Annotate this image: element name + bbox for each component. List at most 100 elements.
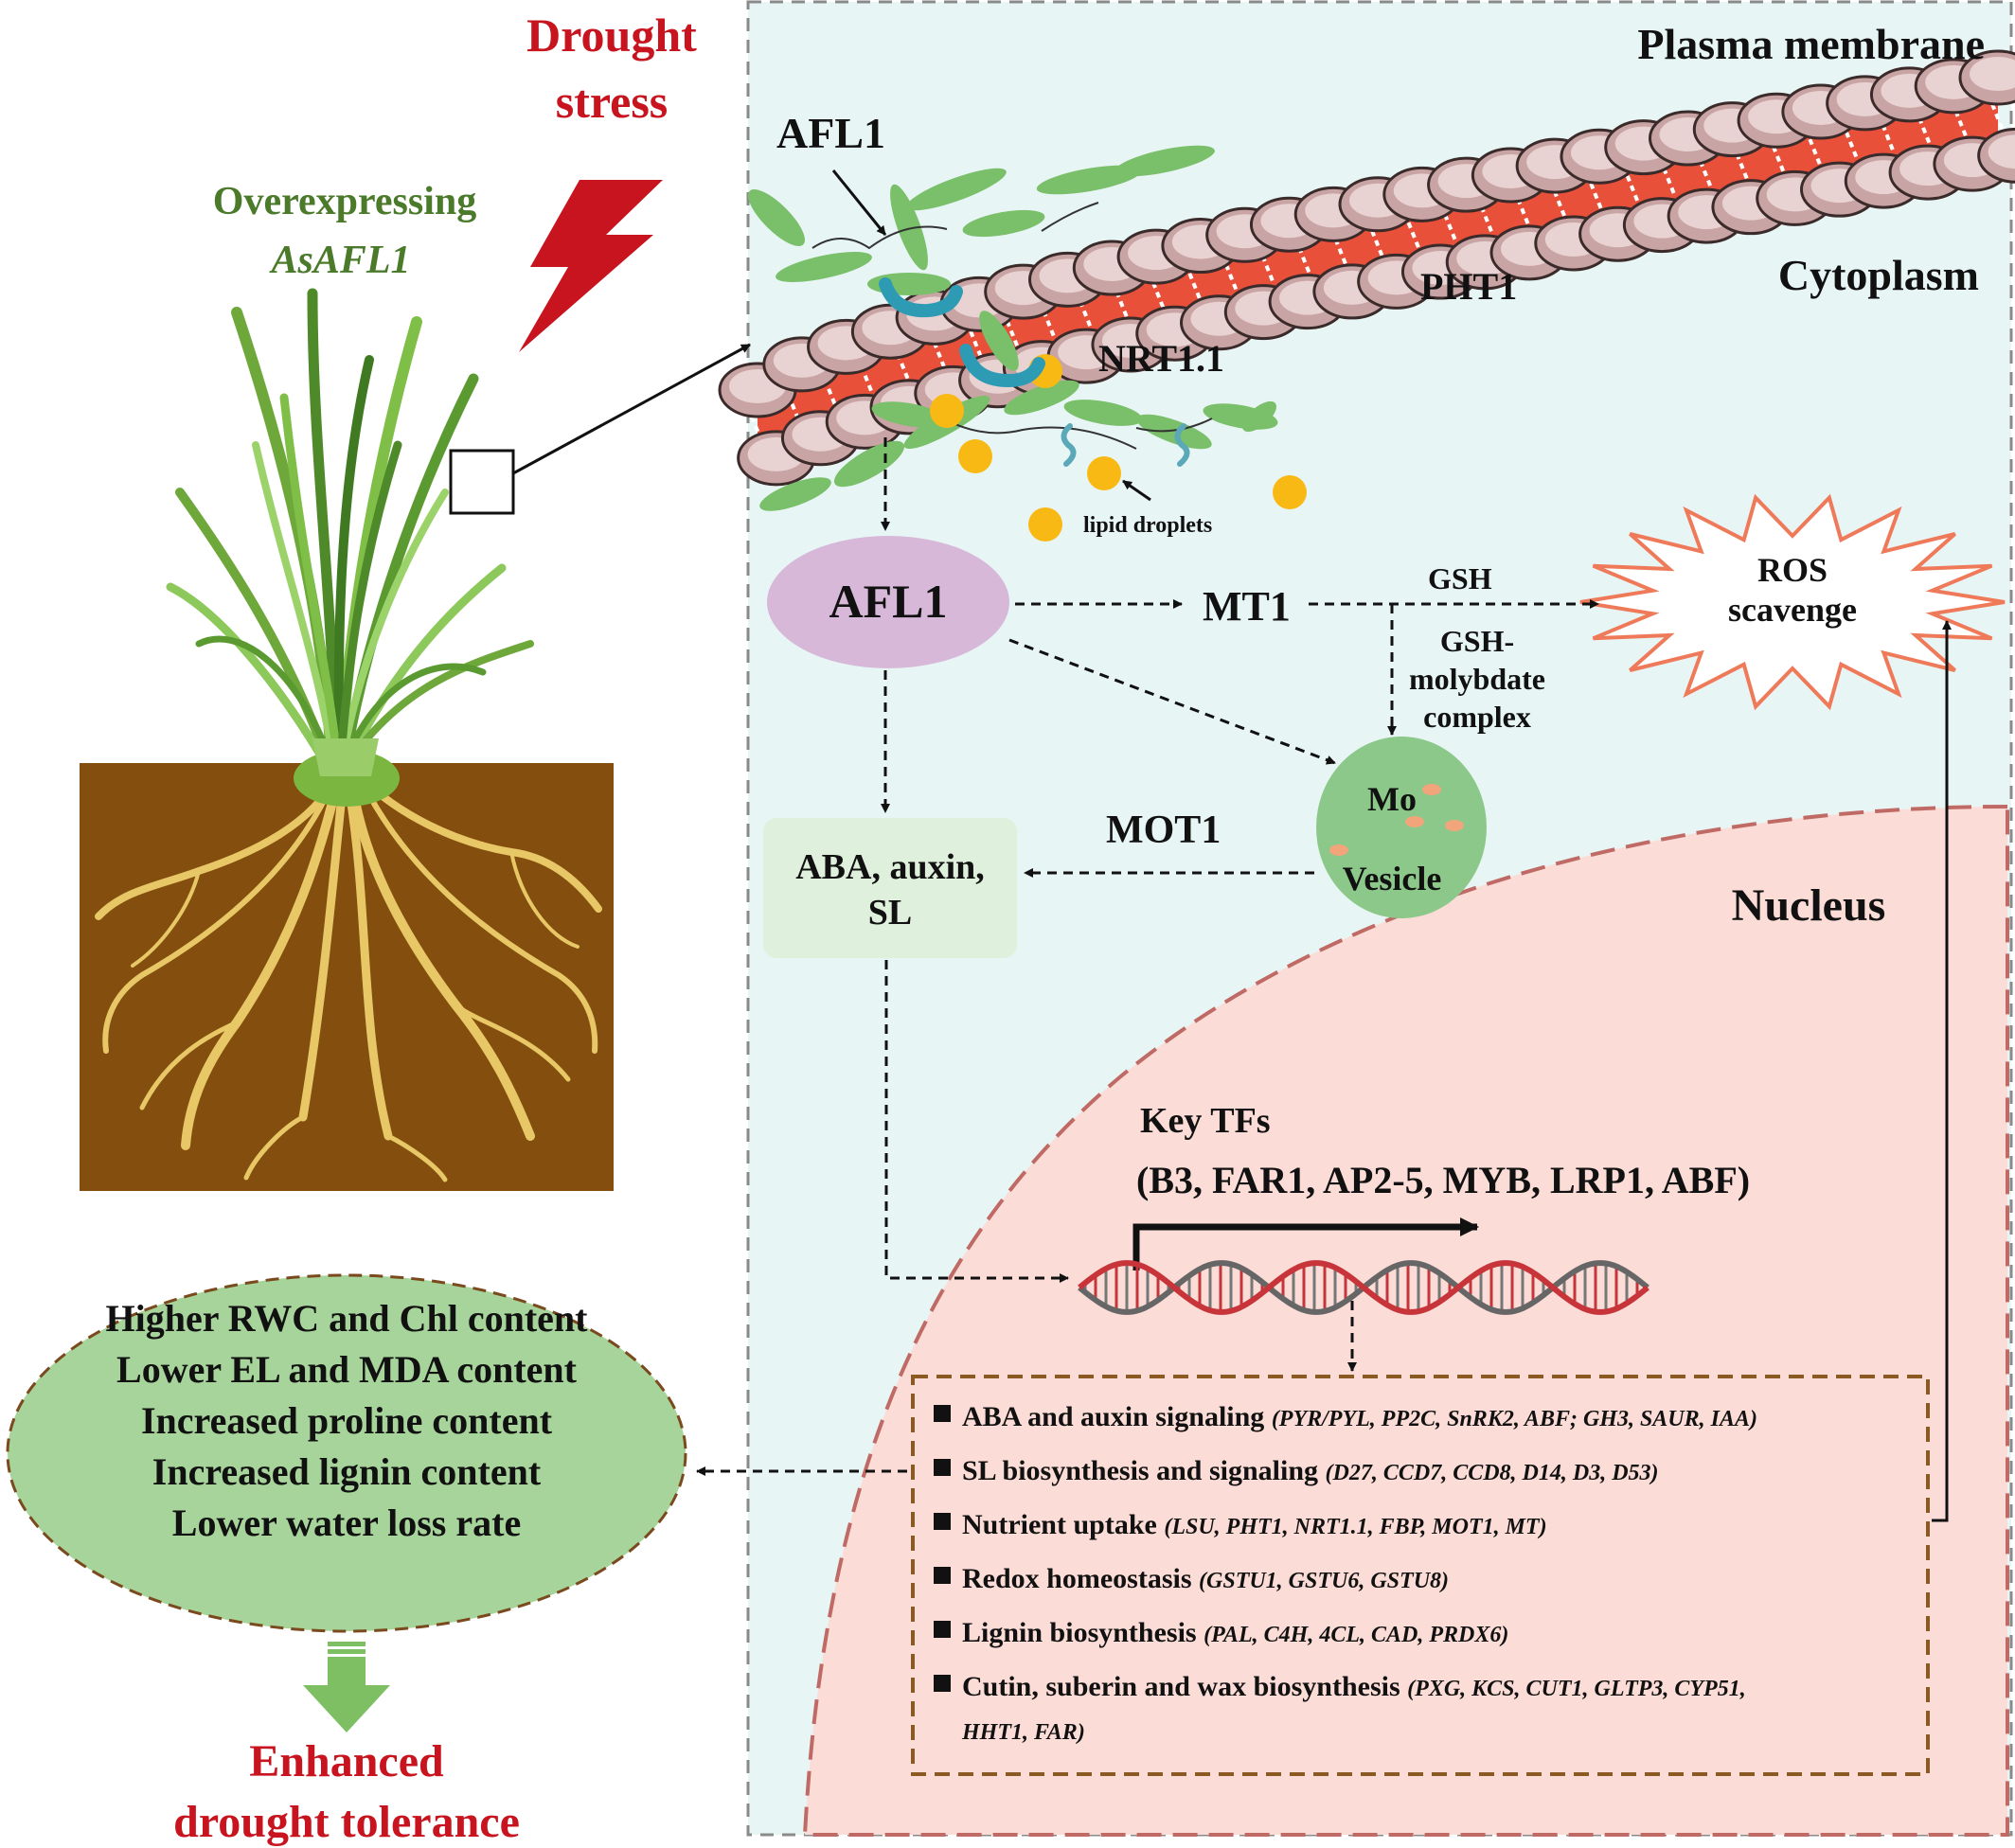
lipid-tail: [1625, 175, 1641, 205]
lipid-tail: [1406, 222, 1422, 252]
bullet-icon: [934, 1567, 951, 1584]
phenotype-item: Higher RWC and Chl content: [105, 1297, 588, 1340]
phenotype-item: Increased lignin content: [152, 1450, 542, 1493]
afl1-protein-icon: [1114, 145, 1215, 177]
afl1-protein-icon: [962, 209, 1045, 238]
transporter-proteins: [879, 277, 1190, 467]
mo-vesicle: [1316, 737, 1487, 918]
shoot-base: [312, 738, 379, 776]
gene-category-label: Nutrient uptake: [962, 1509, 1164, 1540]
gene-category-label: ABA and auxin signaling: [962, 1401, 1272, 1432]
hormone-to-dna-arrow: [884, 960, 1069, 1283]
grass-blade: [333, 355, 374, 762]
lipid-tail: [1990, 103, 2006, 133]
afl1-protein-icon: [906, 168, 1007, 211]
afl1-protein-icon: [759, 477, 831, 511]
gene-names-continued: HHT1, FAR): [961, 1720, 1085, 1745]
lipid-tail: [1479, 205, 1495, 237]
gene-category-item: Nutrient uptake (LSU, PHT1, NRT1.1, FBP,…: [962, 1509, 1547, 1540]
phenotype-item: Increased proline content: [141, 1399, 553, 1442]
cytoplasm-label: Cytoplasm: [1778, 251, 1979, 299]
phenotype-item: Lower EL and MDA content: [116, 1348, 578, 1391]
gene-category-label: Lignin biosynthesis: [962, 1617, 1204, 1648]
afl1-protein-icon: [833, 440, 905, 488]
bullet-icon: [934, 1513, 951, 1530]
lipid-droplet-icon: [1087, 456, 1121, 490]
mo-particle: [1405, 816, 1424, 827]
lipid-tail: [1953, 110, 1970, 141]
afl1-anchor-lines: [811, 202, 1213, 450]
cell-connectors: [696, 437, 1599, 1476]
roots: [95, 762, 602, 1182]
grass-blade: [343, 663, 487, 761]
gene-names: (GSTU1, GSTU6, GSTU8): [1199, 1569, 1449, 1593]
gene-category-label: Redox homeostasis: [962, 1563, 1199, 1594]
afl1-to-vesicle-arrow: [1008, 638, 1336, 765]
lipid-tail: [1370, 230, 1385, 260]
afl1-protein-icon: [748, 189, 805, 246]
lipid-tail: [1042, 310, 1058, 341]
zoom-box: [449, 449, 515, 515]
plasma-membrane-label: Plasma membrane: [1637, 20, 1985, 68]
gene-names: (LSU, PHT1, NRT1.1, FBP, MOT1, MT): [1164, 1515, 1546, 1539]
lipid-tail: [1078, 300, 1094, 330]
lipid-droplets-group: [930, 354, 1307, 542]
gene-category-item: Redox homeostasis (GSTU1, GSTU6, GSTU8): [962, 1563, 1449, 1594]
lipid-droplets-label: lipid droplets: [1083, 513, 1212, 538]
pht1-label: PHT1: [1420, 265, 1517, 308]
gene-category-label: Cutin, suberin and wax biosynthesis: [962, 1671, 1407, 1702]
mo-label: Mo: [1367, 780, 1417, 818]
mo-particle: [1445, 820, 1464, 831]
bullet-icon: [934, 1405, 951, 1422]
drought-stress-label-2: stress: [556, 75, 669, 128]
grass-blade: [336, 440, 402, 762]
small-hook-icon: [1061, 423, 1077, 467]
gene-names: (PAL, C4H, 4CL, CAD, PRDX6): [1204, 1623, 1508, 1647]
gene-category-item: Cutin, suberin and wax biosynthesis (PXG…: [962, 1671, 1746, 1702]
afl1-protein-icon: [1036, 165, 1142, 195]
plasma-membrane-bilayer: [718, 49, 2015, 487]
gsh-complex-label-1: GSH-: [1440, 624, 1514, 658]
overexpressing-label: Overexpressing: [213, 180, 476, 223]
afl1-protein-icon: [776, 252, 872, 282]
afl1-protein-icon: [1136, 414, 1212, 450]
dna-strand: [1078, 1260, 1649, 1315]
lipid-tail: [1881, 124, 1897, 154]
lipid-tail: [1662, 168, 1678, 198]
grass-blade: [339, 489, 449, 761]
lipid-tail: [1735, 152, 1751, 184]
grass-blade: [195, 635, 333, 761]
gsh-complex-label-2: molybdate: [1409, 662, 1545, 696]
enhanced-label: Enhanced: [249, 1736, 444, 1786]
lipid-tail: [1150, 281, 1167, 312]
gene-category-item: ABA and auxin signaling (PYR/PYL, PP2C, …: [962, 1401, 1757, 1432]
afl1-protein-icon: [1241, 400, 1277, 433]
drought-stress-label-1: Drought: [526, 9, 697, 62]
ros-scavenge-label: scavenge: [1728, 591, 1857, 629]
lipid-droplet-icon: [930, 394, 964, 428]
grass-blade: [279, 393, 342, 762]
nrt11-label: NRT1.1: [1098, 337, 1224, 380]
mt1-label: MT1: [1203, 583, 1291, 630]
lipid-tail: [932, 341, 948, 372]
afl1-node-label: AFL1: [829, 575, 948, 628]
lipid-tail: [1114, 291, 1131, 321]
gene-names: (PYR/PYL, PP2C, SnRK2, ABF; GH3, SAUR, I…: [1272, 1407, 1757, 1431]
gsh-complex-label-3: complex: [1423, 700, 1531, 734]
key-tfs-label: Key TFs: [1140, 1101, 1271, 1141]
gene-category-box: [911, 1375, 1930, 1776]
lipid-tail: [1187, 273, 1204, 303]
asafl1-label: AsAFL1: [268, 239, 410, 282]
grass-blade: [252, 441, 337, 761]
nucleus-label: Nucleus: [1732, 880, 1886, 931]
nrt1-transporter-icon: [879, 277, 963, 318]
ros-burst-shape: [1579, 493, 2006, 711]
lipid-pointer-arrow: [1122, 479, 1151, 502]
afl1-proteins: [748, 145, 1278, 511]
lipid-tail: [1260, 255, 1276, 286]
afl1-protein-icon: [979, 311, 1019, 371]
hormone-box: [763, 818, 1017, 958]
